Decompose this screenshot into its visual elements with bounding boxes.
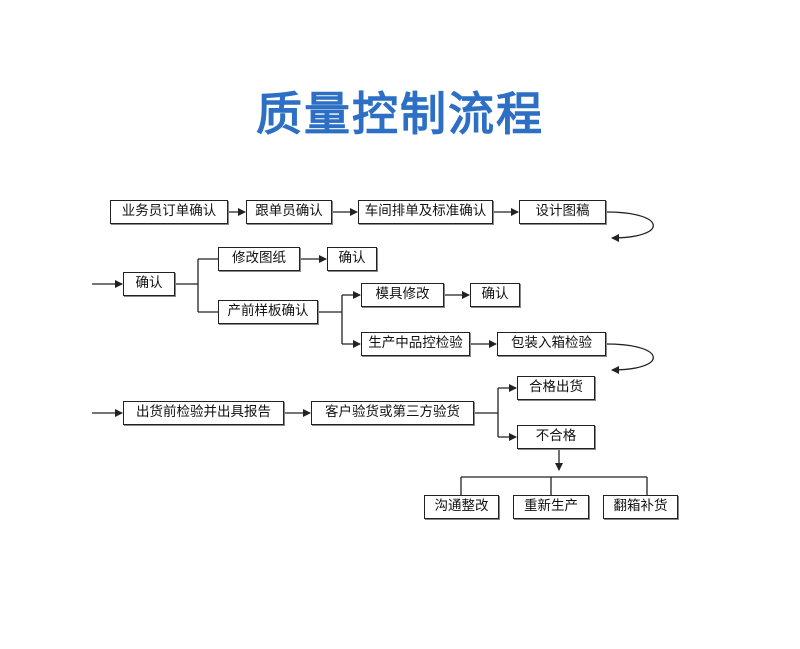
node-third-party: 客户验货或第三方验货 — [311, 401, 474, 425]
node-communicate: 沟通整改 — [424, 495, 499, 519]
node-mold-modify: 模具修改 — [361, 283, 444, 307]
node-packing-inspection: 包装入箱检验 — [497, 332, 606, 356]
node-confirm-1: 确认 — [123, 272, 175, 296]
curve-design-down — [605, 211, 654, 242]
node-predelivery-report: 出货前检验并出具报告 — [123, 401, 284, 425]
node-workshop-confirm: 车间排单及标准确认 — [358, 200, 493, 224]
curve-packing-down — [605, 343, 654, 374]
node-mid-inspection: 生产中品控检验 — [361, 332, 470, 356]
node-follow-confirm: 跟单员确认 — [246, 200, 332, 224]
node-resupply: 翻箱补货 — [603, 495, 678, 519]
node-design: 设计图稿 — [519, 200, 606, 224]
node-sample-confirm: 产前样板确认 — [218, 300, 318, 324]
node-modify-drawing: 修改图纸 — [218, 247, 300, 271]
node-reproduce: 重新生产 — [513, 495, 589, 519]
node-confirm-2: 确认 — [327, 247, 377, 271]
node-pass: 合格出货 — [517, 376, 595, 400]
page-title: 质量控制流程 — [256, 87, 544, 141]
node-order-confirm: 业务员订单确认 — [110, 200, 228, 224]
node-confirm-3: 确认 — [470, 283, 520, 307]
node-fail: 不合格 — [517, 425, 595, 449]
